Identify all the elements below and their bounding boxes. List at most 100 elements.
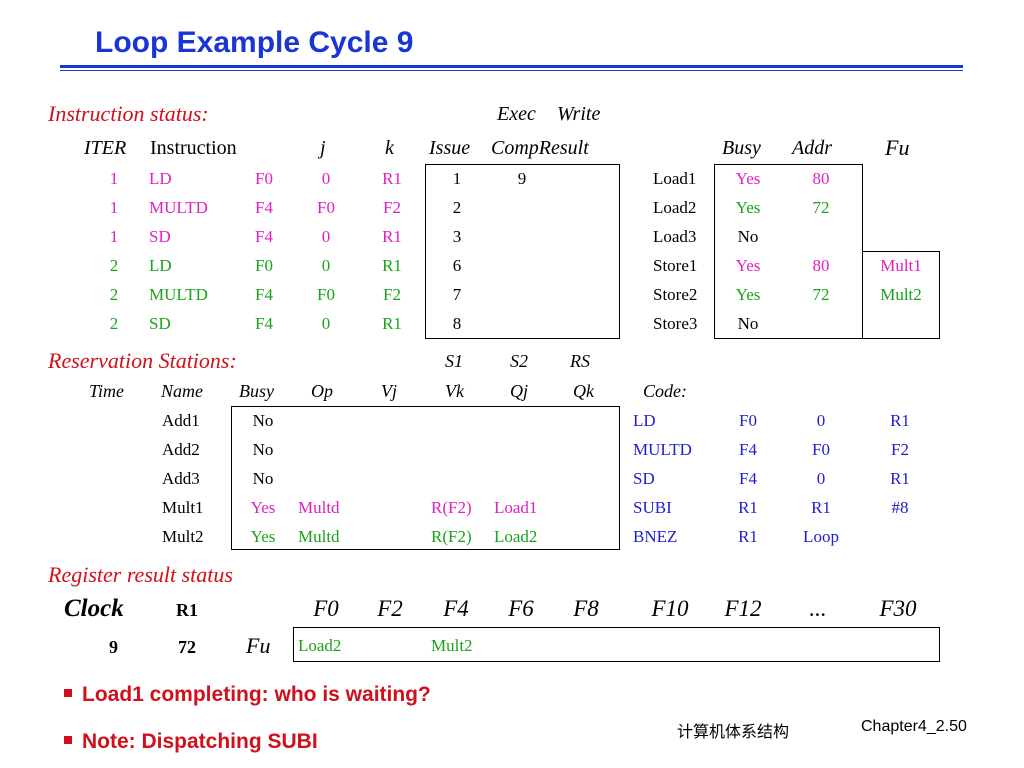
vk-header: Vk — [445, 381, 464, 401]
s1-header: S1 — [445, 351, 463, 371]
code-op: SD — [633, 469, 655, 488]
code-arg2: F0 — [812, 440, 830, 459]
bullet-square-icon — [64, 689, 72, 697]
buffer-name: Store2 — [653, 285, 698, 304]
exec-header: Exec — [497, 103, 536, 125]
busy-header: Busy — [722, 137, 761, 159]
instr-issue: 2 — [452, 198, 462, 217]
buffer-busy: No — [737, 314, 759, 333]
instruction-status-label: Instruction status: — [48, 101, 209, 126]
buffer-addr: 72 — [812, 198, 830, 217]
buffer-addr: 80 — [812, 169, 830, 188]
clock-value: 9 — [109, 637, 118, 657]
j-header: j — [320, 137, 326, 159]
instr-dest: F4 — [255, 285, 273, 304]
code-arg3: F2 — [891, 440, 909, 459]
code-arg3: R1 — [890, 469, 910, 488]
instr-iter: 1 — [109, 198, 119, 217]
bullet-square-icon — [64, 736, 72, 744]
rs-name: Mult1 — [162, 498, 204, 517]
s2-header: S2 — [510, 351, 528, 371]
code-arg2: 0 — [816, 411, 826, 430]
instr-k: R1 — [382, 314, 402, 333]
code-op: BNEZ — [633, 527, 678, 546]
instr-k: R1 — [382, 227, 402, 246]
rs-name: Add1 — [162, 411, 200, 430]
instr-j: F0 — [317, 285, 335, 304]
buffer-name: Load2 — [653, 198, 697, 217]
title-rule-thin — [60, 70, 963, 71]
instr-k: R1 — [382, 256, 402, 275]
instr-issue: 8 — [452, 314, 462, 333]
buffer-name: Store3 — [653, 314, 698, 333]
instr-dest: F0 — [255, 256, 273, 275]
buffer-fu: Mult1 — [880, 256, 922, 275]
buffer-addr: 80 — [812, 256, 830, 275]
register-name-F30: F30 — [879, 596, 917, 621]
code-arg3: R1 — [890, 411, 910, 430]
rs-busy: No — [252, 440, 274, 459]
code-arg2: R1 — [811, 498, 831, 517]
code-arg1: F4 — [739, 469, 757, 488]
register-name-F10: F10 — [651, 596, 689, 621]
rs-name: Mult2 — [162, 527, 204, 546]
comp-result-header: CompResult — [491, 137, 589, 159]
footer-course: 计算机体系结构 — [677, 724, 790, 741]
footer-page: Chapter4_2.50 — [861, 718, 967, 735]
instr-j: F0 — [317, 198, 335, 217]
instr-k: F2 — [383, 285, 401, 304]
name-header: Name — [161, 381, 203, 401]
instr-k: R1 — [382, 169, 402, 188]
code-op: MULTD — [633, 440, 692, 459]
register-result-status-label: Register result status — [48, 562, 233, 587]
instruction-status-box — [425, 164, 620, 339]
rs-op: Multd — [298, 527, 340, 546]
rs-qj: Load1 — [494, 498, 538, 517]
clock-label: Clock — [64, 595, 124, 622]
code-arg2: 0 — [816, 469, 826, 488]
rs-busy: Yes — [250, 498, 276, 517]
rs-qj: Load2 — [494, 527, 538, 546]
issue-header: Issue — [429, 137, 471, 159]
buffer-name: Load1 — [653, 169, 697, 188]
register-name-F0: F0 — [313, 596, 339, 621]
instr-dest: F4 — [255, 314, 273, 333]
instr-j: 0 — [321, 314, 331, 333]
page-title: Loop Example Cycle 9 — [95, 26, 414, 59]
instr-op: MULTD — [149, 285, 208, 304]
code-arg1: F0 — [739, 411, 757, 430]
fu-header: Fu — [885, 135, 910, 160]
register-name-F12: F12 — [724, 596, 762, 621]
instr-iter: 1 — [109, 227, 119, 246]
instr-iter: 2 — [109, 314, 119, 333]
rs-busy: No — [252, 469, 274, 488]
buffer-box — [714, 164, 863, 339]
instr-op: MULTD — [149, 198, 208, 217]
buffer-busy: Yes — [735, 198, 761, 217]
vj-header: Vj — [381, 381, 397, 401]
buffer-busy: Yes — [735, 285, 761, 304]
register-fu-value: Load2 — [298, 636, 342, 655]
r1-label: R1 — [176, 600, 198, 620]
rs-busy: No — [252, 411, 274, 430]
instr-issue: 6 — [452, 256, 462, 275]
op-header: Op — [311, 381, 333, 401]
time-header: Time — [89, 381, 125, 401]
k-header: k — [385, 137, 394, 159]
buffer-busy: Yes — [735, 169, 761, 188]
instr-dest: F4 — [255, 198, 273, 217]
instr-dest: F4 — [255, 227, 273, 246]
instr-iter: 1 — [109, 169, 119, 188]
instr-j: 0 — [321, 169, 331, 188]
code-arg2: Loop — [803, 527, 839, 546]
buffer-name: Store1 — [653, 256, 698, 275]
title-rule — [60, 65, 963, 68]
code-op: SUBI — [633, 498, 672, 517]
instr-iter: 2 — [109, 285, 119, 304]
code-header: Code: — [643, 381, 687, 401]
instr-op: LD — [149, 256, 172, 275]
code-arg1: F4 — [739, 440, 757, 459]
instr-issue: 7 — [452, 285, 462, 304]
buffer-busy: No — [737, 227, 759, 246]
iter-header: ITER — [84, 137, 127, 159]
